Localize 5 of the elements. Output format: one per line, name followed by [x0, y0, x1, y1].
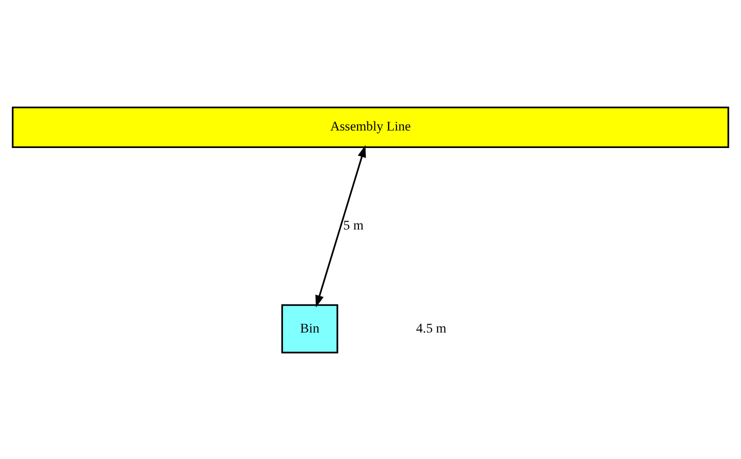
- node-box: Assembly Line: [12, 106, 730, 148]
- edge-label: 5 m: [343, 217, 364, 232]
- node-box: Bin: [281, 304, 338, 353]
- arrow: [315, 144, 366, 307]
- label: 4.5 m: [416, 320, 446, 335]
